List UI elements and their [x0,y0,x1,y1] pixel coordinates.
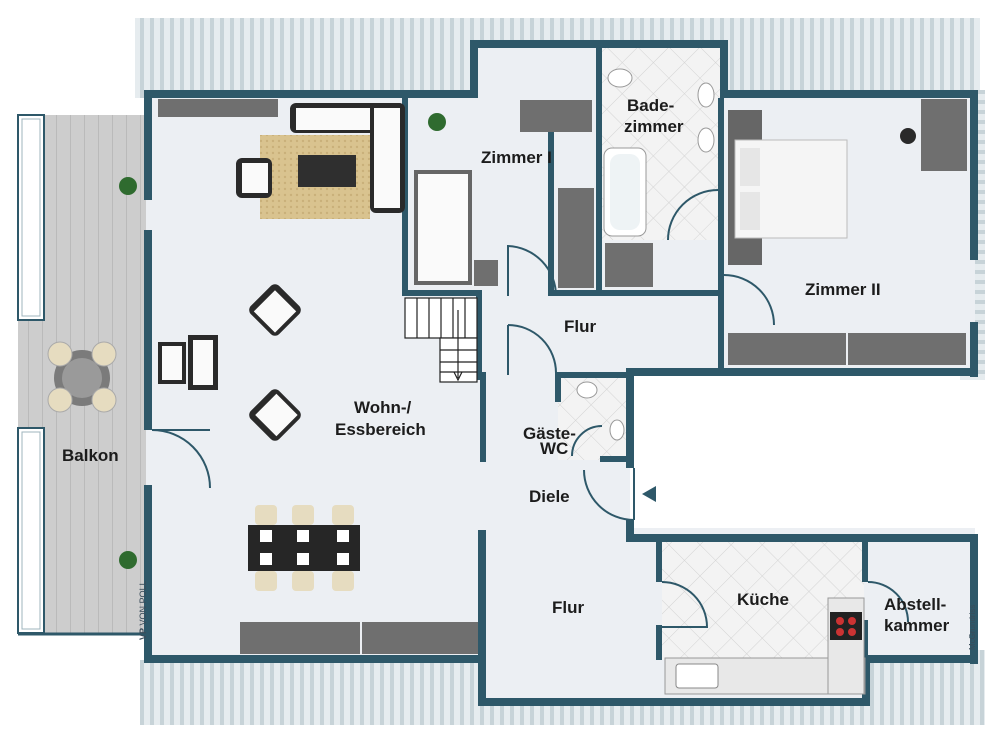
dining-set [248,505,360,591]
room-label-bad-line2: zimmer [624,117,684,136]
room-label-flur-lower: Flur [552,598,585,617]
room-label-abstell-line1: Abstell- [884,595,947,614]
room-label-zimmer1: Zimmer I [481,148,552,167]
room-label-gaeste-line2: WC [540,439,569,458]
room-label-flur-upper: Flur [564,317,597,336]
room-label-gaeste-line1: Gäste- [523,424,576,443]
kitchen-counter [664,597,866,695]
credit-text: McGrundriss [968,604,977,650]
living-furniture [158,103,405,441]
room-label-wohn-line2: Essbereich [335,420,426,439]
built-in-furniture [158,99,967,654]
room-label-zimmer2: Zimmer II [805,280,881,299]
plant-icon [119,113,446,569]
logo: VP VON POLL [138,580,148,640]
balcony [17,114,146,636]
staircase [404,297,478,383]
room-label-wohn-line1: Wohn-/ [354,398,412,417]
balcony-table [47,341,117,413]
room-label-diele: Diele [529,487,570,506]
room-label-bad-line1: Bade- [627,96,675,115]
bed-zimmer2 [728,110,916,265]
entrance-arrow-icon [642,486,656,502]
bed-zimmer1 [414,170,498,286]
room-label-kueche: Küche [737,590,789,609]
logo-initials: VP [138,627,148,640]
bathroom-fixtures [576,68,715,441]
logo-text: VON POLL [138,580,148,626]
room-label-abstell-line2: kammer [884,616,950,635]
room-label-balkon: Balkon [62,446,119,465]
